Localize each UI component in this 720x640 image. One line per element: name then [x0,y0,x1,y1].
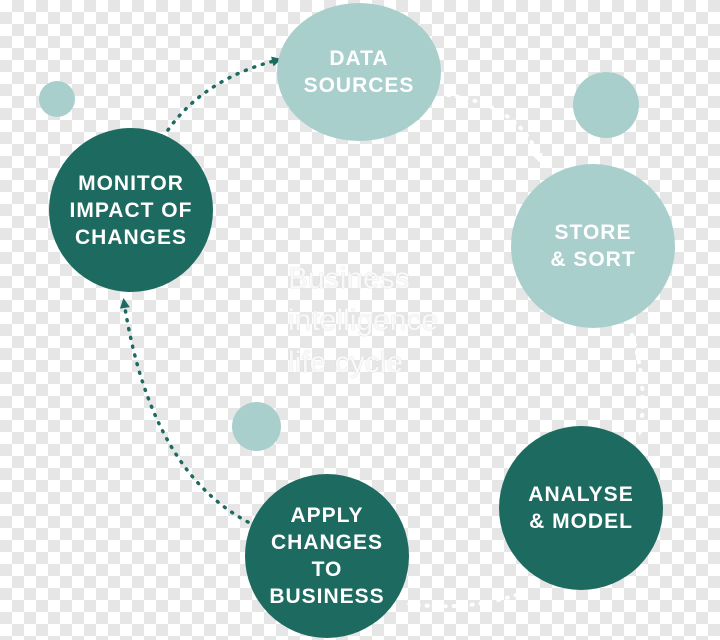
node-analyse-model: ANALYSE & MODEL [499,426,663,590]
decorative-dot-middle [232,402,281,451]
node-apply-changes-label: APPLY CHANGES TO BUSINESS [269,504,385,608]
node-store-sort-label: STORE & SORT [550,221,636,271]
arrow-monitor-to-data-sources [166,56,282,132]
arrow-analyse-to-apply [406,590,527,610]
decorative-dot-top-left [39,81,75,117]
decorative-dot-top-right [573,72,639,138]
arrow-data-sources-to-store [446,93,543,164]
node-data-sources: DATA SOURCES [277,3,441,141]
arrow-apply-to-monitor [119,298,250,524]
node-data-sources-label: DATA SOURCES [303,47,415,97]
node-monitor-impact: MONITOR IMPACT OF CHANGES [49,128,213,292]
arrow-store-to-analyse [630,333,646,436]
center-label: Business intelligence life cycle [288,262,439,379]
node-store-sort: STORE & SORT [511,164,675,328]
node-apply-changes: APPLY CHANGES TO BUSINESS [245,474,409,638]
node-analyse-model-label: ANALYSE & MODEL [528,483,634,533]
node-monitor-impact-label: MONITOR IMPACT OF CHANGES [69,171,193,249]
